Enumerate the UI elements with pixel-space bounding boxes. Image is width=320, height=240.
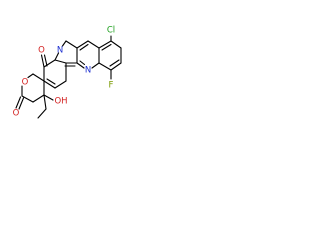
bond <box>40 54 45 68</box>
bond <box>98 62 112 71</box>
atom-f: F <box>109 81 114 91</box>
bond <box>76 62 85 69</box>
atom-n-pyrrole: N <box>57 46 63 56</box>
bond <box>79 60 86 66</box>
atom-n-pyridine: N <box>85 66 91 76</box>
bond <box>43 54 48 67</box>
bond <box>37 108 47 119</box>
atom-o-lactone-carbonyl: O <box>13 109 20 119</box>
bond <box>54 80 67 89</box>
bond <box>76 40 89 49</box>
atom-o-ring: O <box>22 78 29 88</box>
molecule-structure-diagram: Cl F N N O O O OH <box>13 26 122 119</box>
bond <box>21 95 34 103</box>
bond <box>43 59 56 68</box>
bond <box>15 96 22 109</box>
bond <box>54 52 60 61</box>
bond <box>43 94 47 110</box>
bond <box>27 73 34 79</box>
bond <box>110 40 122 49</box>
bond <box>79 43 89 51</box>
bond <box>43 80 56 89</box>
atom-cl: Cl <box>107 26 115 36</box>
bond <box>32 94 45 103</box>
atom-hydroxyl: OH <box>54 97 67 107</box>
bond <box>87 40 100 49</box>
bond <box>91 62 100 69</box>
bond <box>46 78 56 85</box>
bond <box>61 40 67 47</box>
bond-skeleton <box>15 35 122 119</box>
bond <box>110 62 122 71</box>
atom-labels: Cl F N N O O O OH <box>13 26 116 119</box>
bond <box>43 94 54 101</box>
atom-o-amide: O <box>38 46 45 56</box>
bond <box>65 40 78 49</box>
bond <box>98 40 112 49</box>
bond <box>101 43 112 51</box>
bond <box>18 97 25 110</box>
bond <box>32 73 45 82</box>
bond <box>109 59 120 67</box>
bond <box>54 59 67 64</box>
